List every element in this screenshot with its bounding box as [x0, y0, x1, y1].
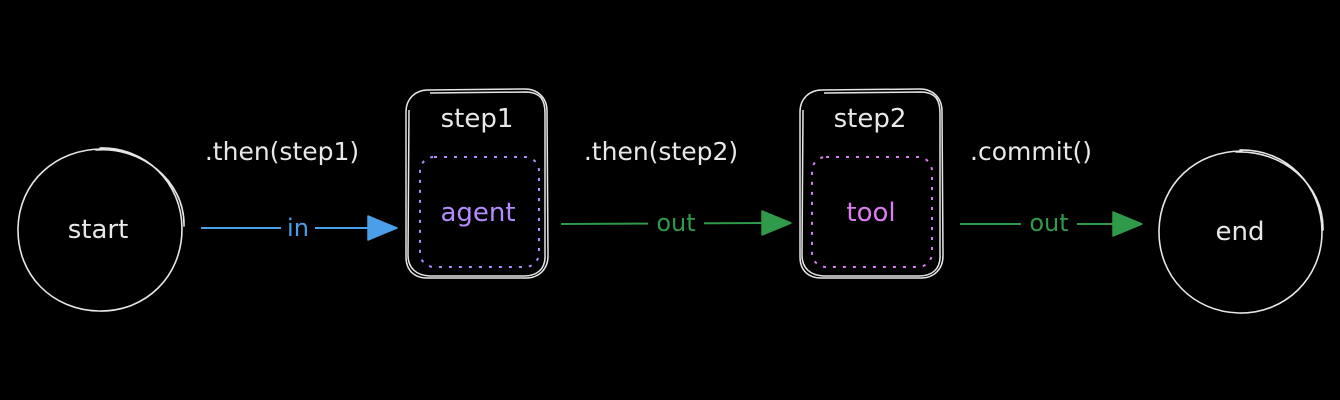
edge-caption-then-step2: .then(step2)	[584, 137, 738, 166]
edge-label-bg-out-1	[648, 208, 704, 238]
tool-label: tool	[846, 198, 895, 228]
tool-box	[811, 156, 933, 268]
agent-label: agent	[440, 198, 515, 228]
step2-title: step2	[834, 104, 907, 134]
step2-node: step2 tool	[799, 88, 944, 279]
end-circle	[1158, 149, 1324, 314]
edge-caption-commit: .commit()	[970, 137, 1092, 166]
edge-label-out-2: out	[1029, 209, 1068, 237]
start-circle	[17, 147, 185, 312]
step1-box	[405, 88, 549, 279]
edge-label-bg-in	[281, 212, 315, 242]
start-node: start	[17, 147, 185, 312]
edge-start-step1: .then(step1) in	[201, 137, 398, 242]
step2-box	[799, 88, 944, 279]
edge-label-in: in	[287, 214, 309, 242]
start-label: start	[68, 215, 129, 245]
edge-label-out-1: out	[656, 209, 695, 237]
step1-title: step1	[441, 104, 514, 134]
step1-node: step1 agent	[405, 88, 549, 279]
arrowhead-out-1	[761, 210, 792, 236]
edge-label-bg-out-2	[1021, 208, 1077, 238]
end-node: end	[1158, 149, 1324, 314]
arrowhead-out-2	[1112, 211, 1143, 237]
end-label: end	[1216, 217, 1265, 247]
edge-caption-then-step1: .then(step1)	[205, 137, 359, 166]
edge-step2-end: .commit() out	[960, 137, 1143, 238]
edge-step1-step2: .then(step2) out	[560, 137, 792, 238]
agent-box	[419, 156, 540, 268]
arrowhead-in	[367, 215, 398, 241]
